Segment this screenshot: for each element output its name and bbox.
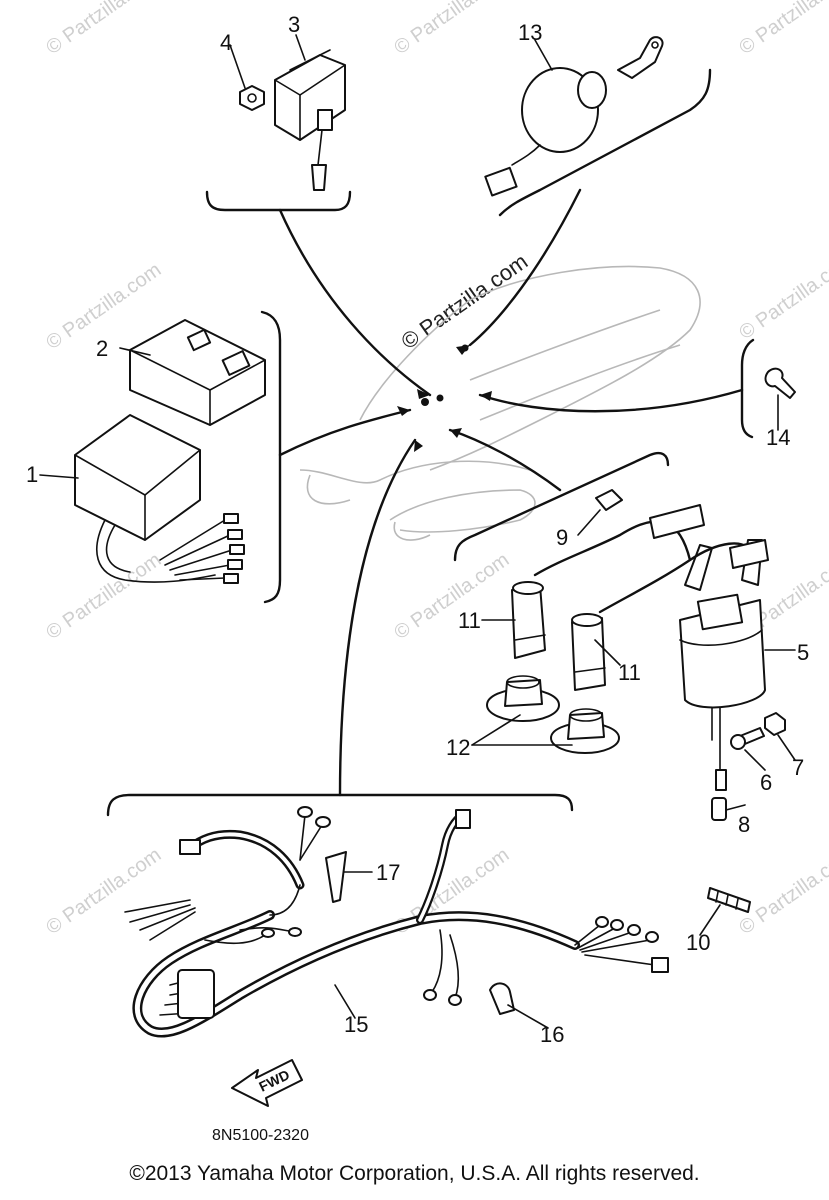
part-12-plug-boot-2[interactable]: [550, 708, 620, 754]
callout-14: 14: [766, 425, 790, 450]
callout-13: 13: [518, 20, 542, 45]
part-14-clip[interactable]: [764, 367, 796, 399]
high-tension-leads: [533, 504, 769, 614]
harness-connector: [177, 969, 215, 1019]
harness-connector: [651, 957, 669, 973]
part-9-cap[interactable]: [595, 489, 623, 511]
watermark: © Partzilla.com: [735, 249, 829, 344]
part-2-cdi-unit[interactable]: [129, 319, 266, 426]
arrow-head: [414, 440, 423, 452]
part-16-cap[interactable]: [489, 982, 515, 1015]
callout-16: 16: [540, 1022, 564, 1047]
callout-7: 7: [792, 755, 804, 780]
part-3-regulator[interactable]: [274, 49, 346, 191]
forward-direction-arrow: FWD: [231, 1059, 303, 1107]
part-7-nut[interactable]: [764, 712, 786, 736]
part-10-screw[interactable]: [707, 887, 751, 913]
callout-5: 5: [797, 640, 809, 665]
part-11-plug-cap-front[interactable]: [511, 581, 546, 659]
seat-outline: [299, 265, 701, 541]
connection-point: [436, 394, 444, 402]
callout-10: 10: [686, 930, 710, 955]
ignition-key: [617, 36, 664, 79]
callout-leaders: [39, 34, 796, 1029]
watermark: © Partzilla.com: [735, 844, 829, 939]
part-5-ignition-coil[interactable]: [679, 539, 766, 791]
arrow-head: [450, 428, 462, 438]
connector-curves: [278, 188, 744, 797]
callout-1: 1: [26, 462, 38, 487]
watermark: © Partzilla.com: [42, 549, 165, 644]
arrow-head: [397, 406, 410, 416]
part-13-main-switch[interactable]: [484, 36, 664, 197]
watermark: © Partzilla.com: [42, 0, 165, 59]
group-brackets: [106, 68, 755, 817]
callout-2: 2: [96, 336, 108, 361]
drawing-number: 8N5100-2320: [212, 1127, 309, 1144]
callout-11: 11: [618, 660, 641, 685]
part-15-wire-harness[interactable]: [124, 806, 669, 1038]
arrow-head: [417, 389, 430, 399]
regulator-tab: [317, 109, 333, 131]
callout-11: 11: [458, 608, 481, 633]
watermark: © Partzilla.com: [735, 0, 829, 59]
callout-labels: 2 3 4 13 1 14 9 11 11 5 12 6 7 8 10 17 1…: [26, 12, 809, 1047]
callout-6: 6: [760, 770, 772, 795]
harness-connector: [455, 809, 471, 829]
harness-connector: [179, 839, 201, 855]
copyright-notice: ©2013 Yamaha Motor Corporation, U.S.A. A…: [129, 1162, 700, 1185]
callout-3: 3: [288, 12, 300, 37]
part-6-bolt[interactable]: [730, 727, 765, 750]
arrow-head: [480, 391, 492, 401]
callout-8: 8: [738, 812, 750, 837]
watermark: © Partzilla.com: [390, 549, 513, 644]
callout-17: 17: [376, 860, 400, 885]
watermark: © Partzilla.com: [42, 844, 165, 939]
callout-9: 9: [556, 525, 568, 550]
arrow-head: [456, 345, 470, 355]
watermark: © Partzilla.com: [390, 0, 513, 59]
part-11-plug-cap-rear[interactable]: [571, 613, 606, 691]
part-1-cdi-unit[interactable]: [74, 414, 245, 584]
callout-12: 12: [446, 735, 470, 760]
callout-15: 15: [344, 1012, 368, 1037]
callout-4: 4: [220, 30, 232, 55]
part-4-nut[interactable]: [239, 85, 265, 111]
part-12-plug-boot-1[interactable]: [486, 675, 560, 722]
part-17-band[interactable]: [325, 851, 347, 903]
connection-point: [421, 398, 429, 406]
part-8-terminal[interactable]: [711, 797, 727, 821]
